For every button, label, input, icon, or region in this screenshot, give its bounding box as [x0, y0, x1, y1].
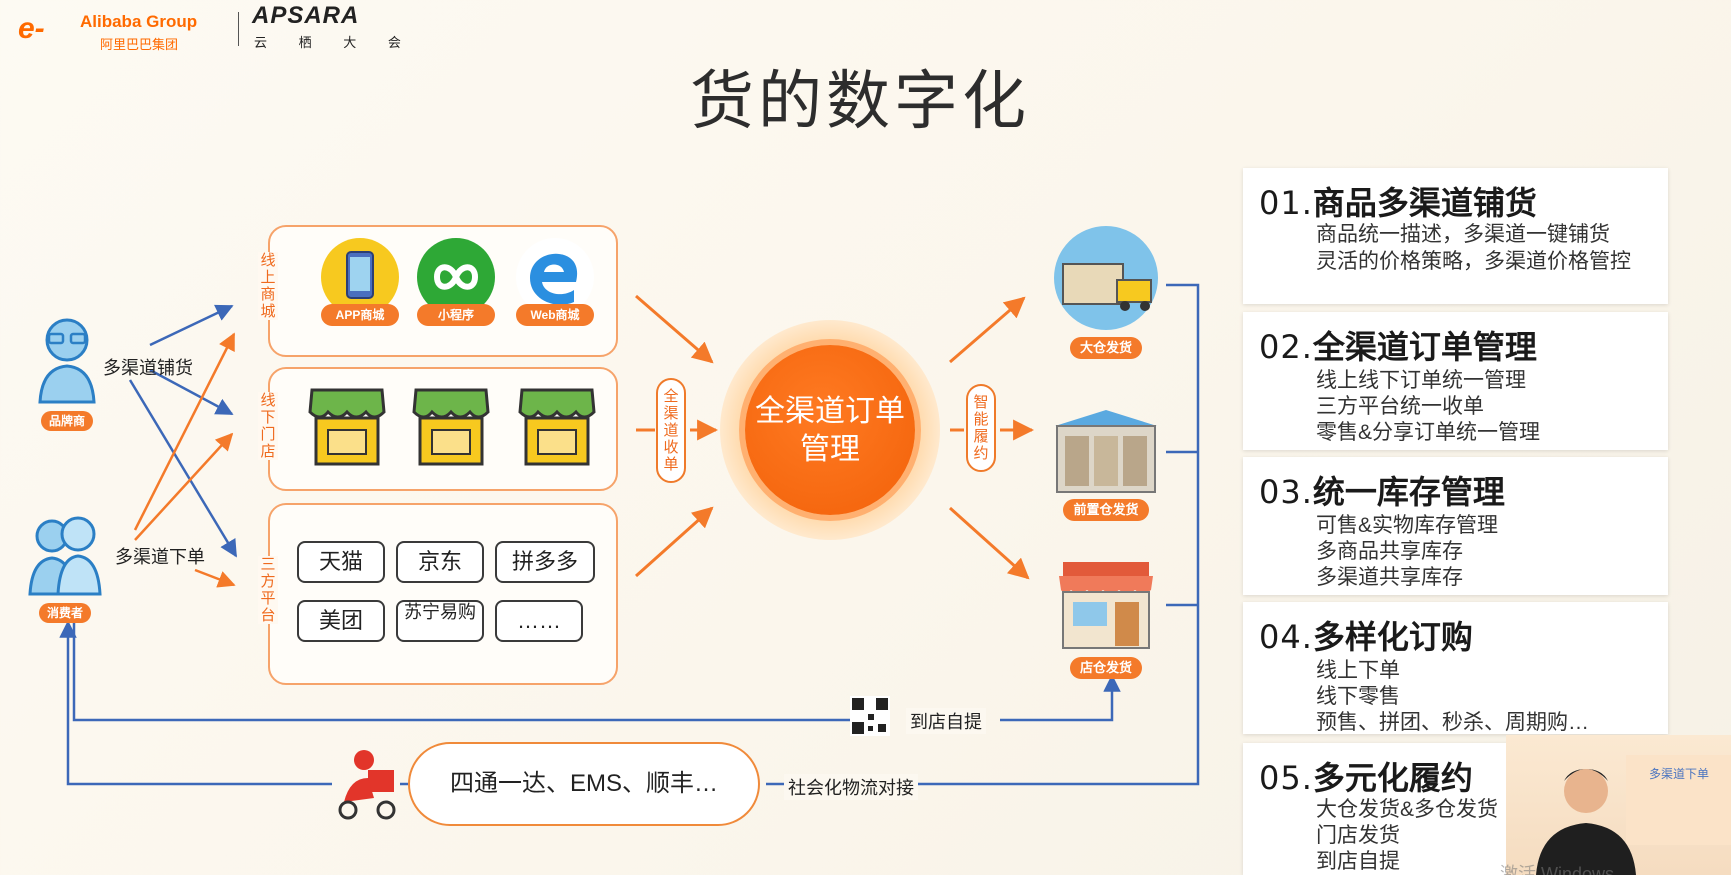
header: e- Alibaba Group 阿里巴巴集团 APSARA 云 栖 大 会 [0, 0, 420, 56]
card-line: 到店自提 [1316, 850, 1400, 873]
pickup-consumer-line [72, 622, 850, 722]
front-warehouse: 前置仓发货 [1051, 408, 1161, 521]
card-title: 02.全渠道订单管理 [1259, 328, 1537, 366]
distribute-label: 多渠道铺货 [103, 358, 193, 378]
platform-suning: 苏宁易购 [396, 600, 484, 642]
card-line: 三方平台统一收单 [1316, 395, 1484, 418]
arrow-brand-offline [149, 368, 234, 416]
arrow-hub-to-storewh [948, 506, 1030, 580]
arrow-hub-to-bigwh [949, 296, 1026, 364]
logo-divider [238, 12, 239, 46]
brand-tag: 品牌商 [40, 411, 93, 431]
card-line: 零售&分享订单统一管理 [1316, 421, 1541, 444]
web-mall: Web商城 [513, 238, 597, 326]
warehouse-truck-icon [1054, 226, 1158, 330]
card-line: 灵活的价格策略，多渠道价格管控 [1316, 250, 1631, 273]
speaker-video-inset: 多渠道下单 [1506, 735, 1731, 875]
feature-card: 04.多样化订购 线上下单 线下零售 预售、拼团、秒杀、周期购… [1243, 602, 1668, 734]
collect-label: 全渠道收单 [656, 378, 686, 483]
card-line: 线下零售 [1316, 685, 1400, 708]
platform-tmall: 天猫 [297, 541, 385, 583]
store-icon [412, 386, 490, 470]
pickup-label: 到店自提 [906, 708, 986, 734]
delivery-to-consumer-line [59, 620, 332, 786]
card-line: 预售、拼团、秒杀、周期购… [1316, 711, 1589, 734]
os-watermark: 激活 Windows [1500, 864, 1615, 875]
feature-card: 03.统一库存管理 可售&实物库存管理 多商品共享库存 多渠道共享库存 [1243, 457, 1668, 595]
order-label: 多渠道下单 [115, 547, 205, 567]
warehouse-bus-line [766, 283, 1200, 786]
front-warehouse-icon [1055, 410, 1157, 493]
feature-card: 01.商品多渠道铺货 商品统一描述，多渠道一键铺货 灵活的价格策略，多渠道价格管… [1243, 168, 1668, 304]
card-line: 商品统一描述，多渠道一键铺货 [1316, 223, 1610, 246]
card-title: 05.多元化履约 [1259, 759, 1473, 797]
store-icon [518, 386, 596, 470]
arrow-consumer-offline [134, 432, 234, 541]
arrow-online-to-hub [635, 294, 714, 364]
front-warehouse-tag: 前置仓发货 [1063, 499, 1149, 521]
card-line: 多渠道共享库存 [1316, 566, 1463, 589]
mini-program-tag: 小程序 [417, 304, 495, 326]
platform-pinduoduo: 拼多多 [495, 541, 595, 583]
store-warehouse: 店仓发货 [1051, 560, 1161, 679]
courier-scooter-icon [338, 750, 396, 820]
arrow-brand-thirdparty [128, 379, 238, 558]
alibaba-logo-cn: 阿里巴巴集团 [100, 37, 179, 52]
logistics-label: 社会化物流对接 [784, 774, 918, 800]
alibaba-logo-text: Alibaba Group [80, 12, 198, 31]
platform-jd: 京东 [396, 541, 484, 583]
card-line: 多商品共享库存 [1316, 540, 1463, 563]
store-warehouse-icon [1059, 562, 1153, 649]
speaker-figure [1536, 755, 1731, 875]
arrow-brand-online [149, 304, 234, 347]
app-mall-tag: APP商城 [321, 304, 399, 326]
app-mall: APP商城 [318, 238, 402, 326]
pickup-store-line [1000, 674, 1121, 722]
third-party-label: 三方平台 [258, 556, 278, 624]
mini-program: 小程序 [414, 238, 498, 326]
card-line: 线上下单 [1316, 659, 1400, 682]
brand-actor: 品牌商 [27, 314, 107, 431]
arrow-thirdparty-to-hub [634, 506, 714, 578]
platform-meituan: 美团 [297, 600, 385, 642]
big-warehouse: 大仓发货 [1051, 224, 1161, 359]
brand-person-icon [38, 318, 96, 404]
feature-card: 02.全渠道订单管理 线上线下订单统一管理 三方平台统一收单 零售&分享订单统一… [1243, 312, 1668, 450]
card-line: 大仓发货&多仓发货 [1316, 798, 1499, 821]
pip-banner: 多渠道下单 [1649, 767, 1710, 781]
store-icon [308, 386, 386, 470]
third-party-panel [268, 503, 618, 685]
card-line: 可售&实物库存管理 [1316, 514, 1499, 537]
web-mall-tag: Web商城 [516, 304, 594, 326]
page-title: 货的数字化 [690, 65, 1030, 137]
card-title: 03.统一库存管理 [1259, 473, 1505, 511]
card-line: 线上线下订单统一管理 [1316, 369, 1526, 392]
apsara-logo-text: APSARA [252, 2, 360, 29]
apsara-logo-cn: 云 栖 大 会 [254, 35, 415, 50]
arrow-consumer-online [133, 332, 236, 531]
card-title: 01.商品多渠道铺货 [1259, 184, 1537, 222]
online-mall-label: 线上商城 [258, 252, 278, 320]
card-line: 门店发货 [1316, 824, 1400, 847]
mini-program-icon [417, 238, 495, 316]
fulfil-label: 智能履约 [966, 384, 996, 472]
qr-code-icon [850, 696, 890, 736]
store-warehouse-tag: 店仓发货 [1069, 657, 1142, 679]
omni-channel-hub: 全渠道订单管理 [745, 345, 915, 515]
consumers-icon [28, 516, 102, 596]
web-browser-icon [516, 238, 594, 316]
offline-store-label: 线下门店 [258, 392, 278, 460]
consumer-tag: 消费者 [38, 603, 91, 623]
platform-more: …… [495, 600, 583, 642]
big-warehouse-tag: 大仓发货 [1069, 337, 1142, 359]
arrow-consumer-thirdparty [194, 568, 236, 588]
consumer-actor: 消费者 [25, 508, 105, 623]
alibaba-logo: e- Alibaba Group 阿里巴巴集团 [18, 8, 228, 52]
card-title: 04.多样化订购 [1259, 618, 1473, 656]
alibaba-smile-icon: e- [18, 12, 45, 45]
courier-box: 四通一达、EMS、顺丰… [408, 742, 760, 826]
phone-icon [321, 238, 399, 316]
